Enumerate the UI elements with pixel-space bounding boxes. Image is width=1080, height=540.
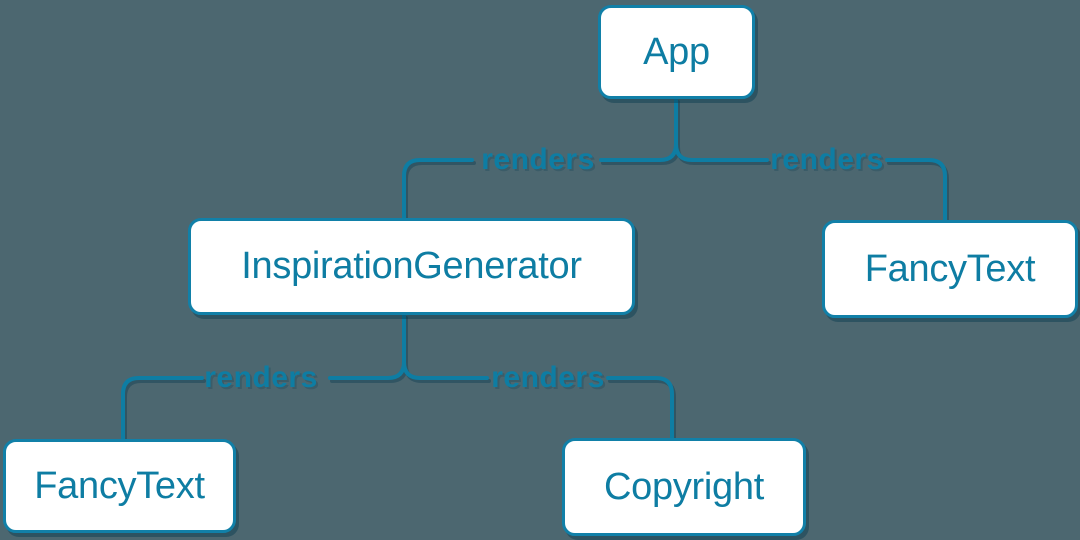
edge-app-inspirationgenerator-line (599, 97, 678, 162)
edge-inspiration-fancytext-line (328, 313, 406, 380)
node-inspiration-generator-label: InspirationGenerator (241, 245, 582, 287)
edge-inspiration-fancytext-drop (121, 376, 204, 441)
node-fancy-text-bottom-label: FancyText (34, 464, 205, 507)
node-copyright-label: Copyright (604, 465, 764, 508)
node-fancy-text-bottom: FancyText (3, 439, 236, 533)
node-inspiration-generator: InspirationGenerator (188, 218, 635, 315)
edge-inspiration-copyright-drop (606, 376, 674, 440)
edge-label-renders-inspiration-fancytext: renders (204, 361, 318, 394)
node-app: App (598, 5, 755, 99)
node-app-label: App (643, 30, 710, 73)
edge-inspiration-copyright-line (402, 313, 489, 380)
edge-app-fancytext-drop (885, 158, 947, 222)
edge-label-renders-inspiration-copyright: renders (491, 361, 605, 394)
edge-app-inspirationgenerator-drop (402, 158, 474, 220)
node-fancy-text-top: FancyText (822, 220, 1078, 318)
edge-label-renders-app-inspiration: renders (481, 143, 595, 176)
node-copyright: Copyright (562, 438, 806, 536)
edge-app-fancytext-line (674, 97, 769, 162)
node-fancy-text-top-label: FancyText (864, 247, 1036, 290)
edge-label-renders-app-fancytext: renders (770, 143, 884, 176)
